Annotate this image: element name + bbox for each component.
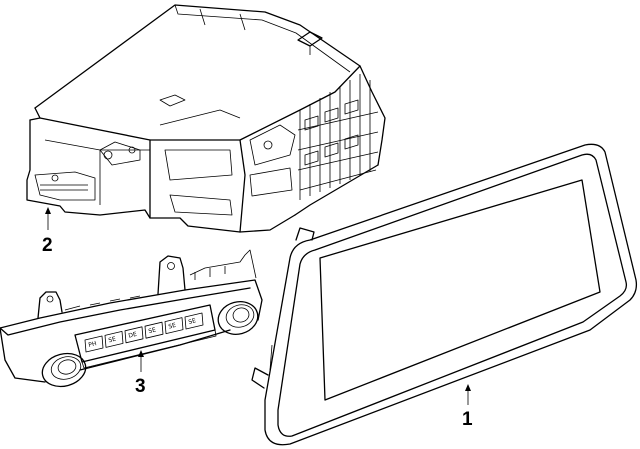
callout-3-arrow	[138, 350, 144, 357]
control-button	[104, 331, 124, 348]
control-button	[124, 326, 144, 344]
callout-1-label: 1	[462, 409, 473, 430]
control-button-label: SE	[108, 336, 117, 345]
control-button-label: SE	[188, 317, 197, 326]
control-button-label: DE	[128, 331, 138, 340]
right-knob	[217, 301, 259, 335]
callout-1-arrow	[465, 384, 471, 391]
callout-2-arrow	[45, 207, 51, 214]
control-button	[144, 321, 164, 339]
control-button-label: SE	[148, 326, 157, 335]
control-buttons: PH SE DE SE SE SE	[84, 312, 204, 353]
control-button-label: PH	[88, 340, 98, 349]
receiver-module	[26, 4, 386, 233]
display-screen	[251, 143, 638, 446]
callout-2-label: 2	[42, 235, 53, 256]
callout-3-label: 3	[135, 376, 146, 397]
control-button	[184, 312, 204, 330]
left-knob	[41, 352, 87, 388]
control-button	[84, 335, 104, 353]
control-button-label: SE	[168, 322, 177, 331]
control-button	[164, 317, 184, 334]
climate-control-panel	[0, 249, 263, 388]
